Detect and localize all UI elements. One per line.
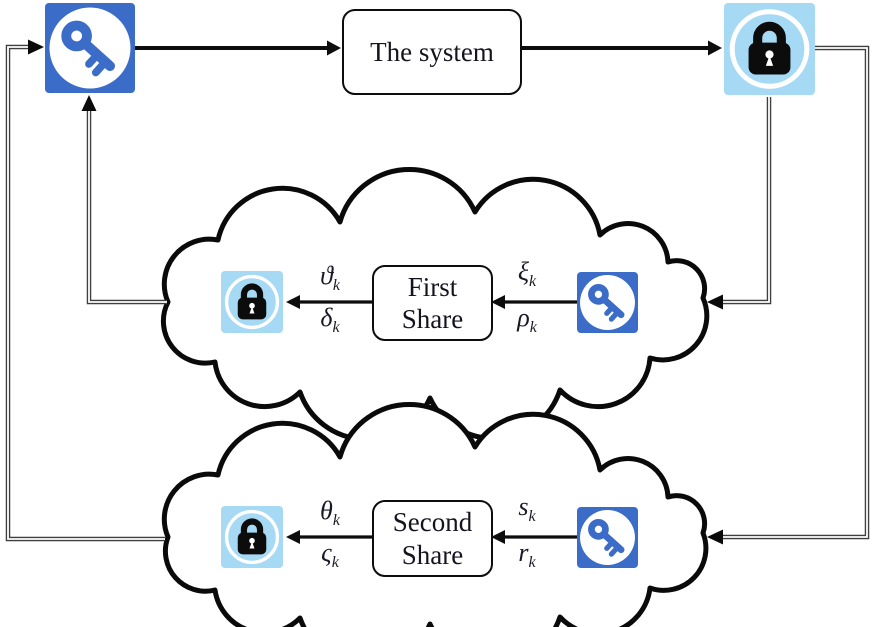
arrowhead-into-key-left [28, 39, 44, 55]
second-share-lock-node [221, 506, 283, 568]
flow-arrowheads [286, 40, 722, 544]
arrowhead-into-second-lock [286, 530, 300, 544]
first-share-box: First Share [372, 265, 493, 341]
lock-icon [729, 9, 810, 89]
lock-icon [224, 274, 280, 330]
arrowhead-into-first-lock [286, 295, 300, 309]
second-share-output-label-bottom: ςk [321, 538, 339, 572]
second-share-box: Second Share [372, 500, 493, 577]
second-share-output-label-top: θk [320, 496, 340, 530]
system-box-label: The system [370, 36, 494, 67]
second-share-key-node [577, 507, 638, 568]
system-box: The system [342, 9, 522, 95]
second-share-input-label-bottom: rk [518, 538, 536, 572]
first-share-input-label-top: ξk [517, 257, 537, 291]
second-share-input-label-top: sk [518, 492, 536, 526]
key-icon [580, 510, 635, 565]
master-key-node [45, 3, 135, 93]
wire-lock-to-first-cloud [721, 97, 772, 305]
wire-second-cloud-to-key [5, 44, 165, 542]
wire-first-cloud-to-key [86, 104, 167, 305]
feedback-wires-core [7, 46, 868, 540]
master-lock-node [724, 3, 815, 95]
wire-lock-to-second-cloud [721, 45, 870, 540]
arrowhead-into-master-lock [708, 40, 722, 56]
second-share-box-line1: Second [392, 507, 473, 538]
arrowhead-into-system [327, 40, 341, 56]
first-share-output-label-bottom: δk [320, 303, 340, 337]
arrowhead-into-first-box [491, 295, 505, 309]
key-icon [580, 275, 635, 330]
first-share-box-line2: Share [401, 304, 464, 334]
arrowhead-into-key-bottom [81, 95, 97, 111]
arrowhead-into-first-cloud [707, 294, 723, 310]
first-share-output-label-top: ϑk [320, 261, 340, 295]
flow-arrows [135, 46, 710, 539]
feedback-arrowheads [28, 39, 723, 545]
first-share-box-line1: First [407, 271, 458, 302]
second-share-box-line2: Share [401, 539, 464, 570]
first-share-input-label-bottom: ρk [517, 303, 537, 337]
arrowhead-into-second-box [491, 530, 505, 544]
first-share-key-node [577, 272, 638, 333]
arrowhead-into-second-cloud [707, 529, 723, 545]
lock-icon [224, 509, 280, 565]
first-share-lock-node [221, 271, 283, 333]
key-icon [49, 7, 131, 89]
